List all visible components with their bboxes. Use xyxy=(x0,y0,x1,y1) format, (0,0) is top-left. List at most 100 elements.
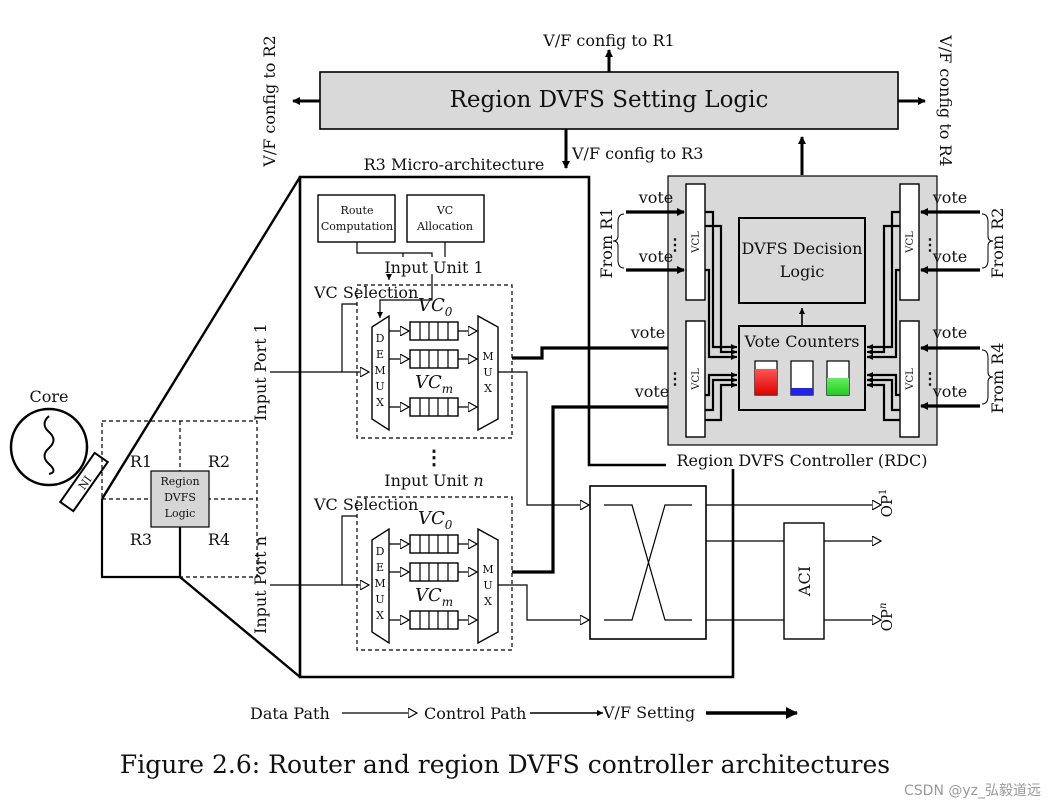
core-wave-icon xyxy=(43,415,55,475)
vc-allocation-line1: VC xyxy=(436,204,453,217)
input-unit-ellipsis: ⋮ xyxy=(424,445,444,469)
router-title: R3 Micro-architecture xyxy=(364,155,545,174)
input-unit-1-label: Input Unit 1 xyxy=(384,258,483,277)
vf-r2-label: V/F config to R2 xyxy=(260,35,279,167)
from-r2-label: From R2 xyxy=(988,208,1007,279)
vcm-label-n: VCm xyxy=(415,585,453,609)
vc-allocation-line2: Allocation xyxy=(416,220,473,233)
r3-label: R3 xyxy=(130,530,152,549)
legend-data-path-label: Data Path xyxy=(250,704,330,723)
region-logic-line2: DVFS xyxy=(164,491,196,504)
from-r1-label: From R1 xyxy=(597,208,616,279)
vcl-ellipsis: ⋮ xyxy=(667,235,683,254)
region-logic-box xyxy=(150,470,210,528)
vf-r3-label: V/F config to R3 xyxy=(571,144,703,163)
input-port-n-label: Input Port n xyxy=(251,536,270,634)
demux-n-letter: U xyxy=(375,593,384,606)
rdc-title: Region DVFS Controller (RDC) xyxy=(676,451,927,470)
r3-outline xyxy=(100,499,182,579)
votes-from-r3: vote vote xyxy=(630,323,670,401)
core-label: Core xyxy=(30,387,69,406)
vote-label: vote xyxy=(932,188,968,207)
ni-block: NI xyxy=(58,451,110,513)
vote-label: vote xyxy=(932,247,968,266)
input-unit-n-label: Input Unit n xyxy=(384,471,483,490)
vcl-r1: VCL xyxy=(685,183,706,301)
vcl-r2: VCL xyxy=(899,183,920,301)
votes-from-r2: vote vote From R2 xyxy=(920,188,1007,279)
vcl-ellipsis: ⋮ xyxy=(922,369,938,388)
r2-label: R2 xyxy=(208,452,230,471)
vcl-label: VCL xyxy=(691,368,702,391)
decision-logic-line2: Logic xyxy=(780,262,825,281)
legend-vf-setting-label: V/F Setting xyxy=(602,703,695,722)
demux-1 xyxy=(371,314,390,432)
vf-r4-label: V/F config to R4 xyxy=(936,34,955,166)
vcl-to-counter-links xyxy=(705,210,900,422)
aci-label: ACI xyxy=(795,566,814,597)
vote-label: vote xyxy=(932,382,968,401)
mux-1-letter: X xyxy=(484,382,492,395)
vcl-r4: VCL xyxy=(899,320,920,438)
route-computation-line2: Computation xyxy=(321,220,393,233)
vote-label: vote xyxy=(634,382,670,401)
vf-setting-line-1 xyxy=(512,344,731,360)
figure-caption: Figure 2.6: Router and region DVFS contr… xyxy=(119,750,891,779)
vcl-ellipsis: ⋮ xyxy=(667,369,683,388)
input-unit-1-box xyxy=(356,284,513,439)
vote-label: vote xyxy=(638,188,674,207)
vc0-label-1: VC0 xyxy=(418,295,453,319)
mux-1-letter: U xyxy=(483,366,492,379)
vcm-label-1: VCm xyxy=(415,372,453,396)
vote-label: vote xyxy=(630,323,666,342)
demux-n xyxy=(371,527,390,645)
r4-label: R4 xyxy=(208,530,230,549)
vc-buffers-1 xyxy=(389,321,476,417)
vote-counter-bars xyxy=(754,360,850,396)
vcl-r3: VCL xyxy=(685,320,706,438)
input-port-1-label: Input Port 1 xyxy=(251,323,270,421)
route-computation-box xyxy=(317,194,396,243)
router-microarchitecture: R3 Micro-architecture Route Computation … xyxy=(251,155,896,679)
region-logic-line1: Region xyxy=(160,475,199,488)
muxn-to-crossbar xyxy=(498,584,588,620)
vcl-label: VCL xyxy=(905,368,916,391)
setting-logic-label: Region DVFS Setting Logic xyxy=(450,87,769,113)
vote-label: vote xyxy=(932,323,968,342)
counter-red-fill xyxy=(755,369,777,395)
aci-box xyxy=(783,522,825,640)
vc-selection-n-label: VC Selection xyxy=(313,495,418,514)
zoom-line-top xyxy=(100,176,302,500)
demux-1-letter: M xyxy=(374,364,385,377)
legend-control-path-label: Control Path xyxy=(424,704,526,723)
vc-selection-1-label: VC Selection xyxy=(313,283,418,302)
watermark: CSDN @yz_弘毅道远 xyxy=(904,783,1041,799)
mux-n xyxy=(477,527,499,645)
decision-logic-line1: DVFS Decision xyxy=(742,239,863,258)
demux-1-letter: U xyxy=(375,380,384,393)
mux1-to-crossbar xyxy=(498,371,588,505)
vf-setting-line-n xyxy=(512,403,731,574)
region-map: Core NI R1 R2 R3 R4 Region DVFS Logic xyxy=(9,176,302,678)
legend: Data Path Control Path V/F Setting xyxy=(250,703,798,723)
votes-from-r4: vote vote From R4 xyxy=(920,323,1007,413)
votes-from-r1: vote vote From R1 xyxy=(597,188,685,279)
setting-logic-group: Region DVFS Setting Logic V/F config to … xyxy=(260,31,955,175)
mux-n-letter: X xyxy=(484,595,492,608)
vc-allocation-box xyxy=(406,194,485,243)
vcl-label: VCL xyxy=(691,231,702,254)
demux-1-letter: E xyxy=(376,348,384,361)
setting-logic-box xyxy=(319,71,899,130)
demux-n-letter: X xyxy=(376,609,384,622)
mux-1-letter: M xyxy=(482,350,493,363)
demux-1-letter: D xyxy=(376,332,385,345)
decision-logic-box xyxy=(738,217,866,304)
counter-green-fill xyxy=(827,378,849,395)
vf-r1-label: V/F config to R1 xyxy=(542,31,674,50)
vote-label: vote xyxy=(638,247,674,266)
opn-label: OPn xyxy=(878,603,896,632)
route-computation-line1: Route xyxy=(341,204,374,217)
crossbar-path-2 xyxy=(604,504,692,621)
r1-label: R1 xyxy=(130,452,152,471)
